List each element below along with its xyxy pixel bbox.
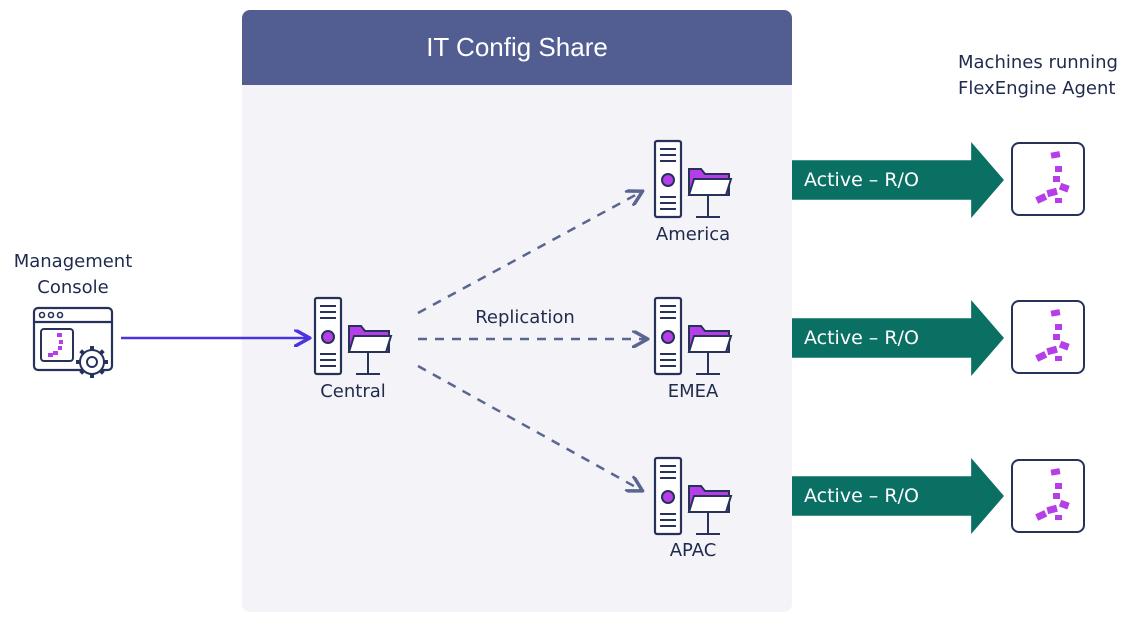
server-central-icon [313,296,393,376]
server-emea-icon [653,296,733,376]
agents-title-line1: Machines running [958,52,1118,73]
replication-arrow-america [417,192,641,315]
panel-title: IT Config Share [426,32,608,62]
agent-machine-emea [1011,300,1085,374]
agent-machine-apac [1011,459,1085,533]
agents-title-line2: FlexEngine Agent [958,78,1116,99]
server-america-label: America [655,224,731,245]
console-label-line1: Management [13,251,133,272]
agent-machine-america [1011,142,1085,216]
flexengine-agent-icon [1035,309,1070,362]
server-emea-label: EMEA [667,381,719,402]
console-label-line2: Console [37,277,109,298]
console-window-gear-icon [32,306,114,378]
active-ro-label: Active – R/O [804,327,919,349]
replication-arrow-apac [417,364,641,490]
replication-label: Replication [475,307,575,328]
flexengine-agent-icon [1035,151,1070,204]
server-apac-label: APAC [669,540,717,561]
server-america-icon [653,139,733,219]
active-ro-label: Active – R/O [804,169,919,191]
server-apac-icon [653,456,733,536]
server-central-label: Central [320,381,386,402]
active-ro-label: Active – R/O [804,485,919,507]
flexengine-agent-icon [1035,468,1070,521]
panel-header: IT Config Share [242,10,792,85]
